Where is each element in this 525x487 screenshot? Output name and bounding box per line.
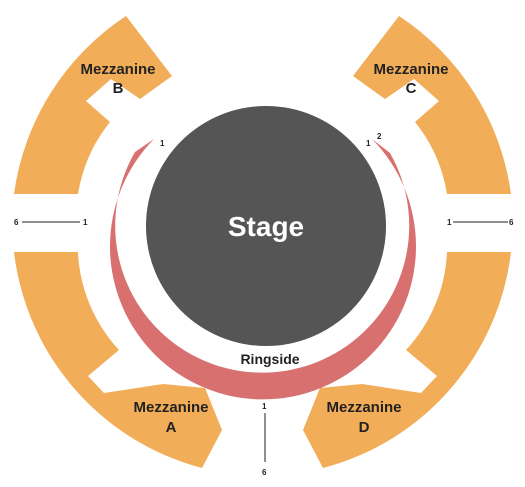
right-aisle-marker-start: 1 xyxy=(447,218,452,227)
mezzanine-a-letter: A xyxy=(166,419,177,436)
mezzanine-b-label: Mezzanine xyxy=(80,61,155,78)
ringside-right-row-marker-2: 2 xyxy=(377,132,382,141)
stage xyxy=(146,106,386,346)
bottom-aisle-marker-start: 1 xyxy=(262,402,267,411)
mezzanine-c-label: Mezzanine xyxy=(373,61,448,78)
mezzanine-c-letter: C xyxy=(406,80,417,97)
bottom-aisle-marker-end: 6 xyxy=(262,468,267,477)
mezzanine-d-label: Mezzanine xyxy=(326,399,401,416)
mezzanine-a-label: Mezzanine xyxy=(133,399,208,416)
ringside-right-row-marker-1: 1 xyxy=(366,139,371,148)
mezzanine-c-section[interactable] xyxy=(353,16,511,194)
left-aisle-marker-start: 6 xyxy=(14,218,19,227)
left-aisle-marker-end: 1 xyxy=(83,218,88,227)
mezzanine-a-section[interactable] xyxy=(14,252,222,468)
mezzanine-b-letter: B xyxy=(113,80,124,97)
stage-label: Stage xyxy=(228,211,304,242)
ringside-label: Ringside xyxy=(240,351,299,367)
mezzanine-b-section[interactable] xyxy=(14,16,172,194)
mezzanine-d-section[interactable] xyxy=(303,252,511,468)
ringside-left-row-marker: 1 xyxy=(160,139,165,148)
right-aisle-marker-end: 6 xyxy=(509,218,514,227)
mezzanine-d-letter: D xyxy=(359,419,370,436)
